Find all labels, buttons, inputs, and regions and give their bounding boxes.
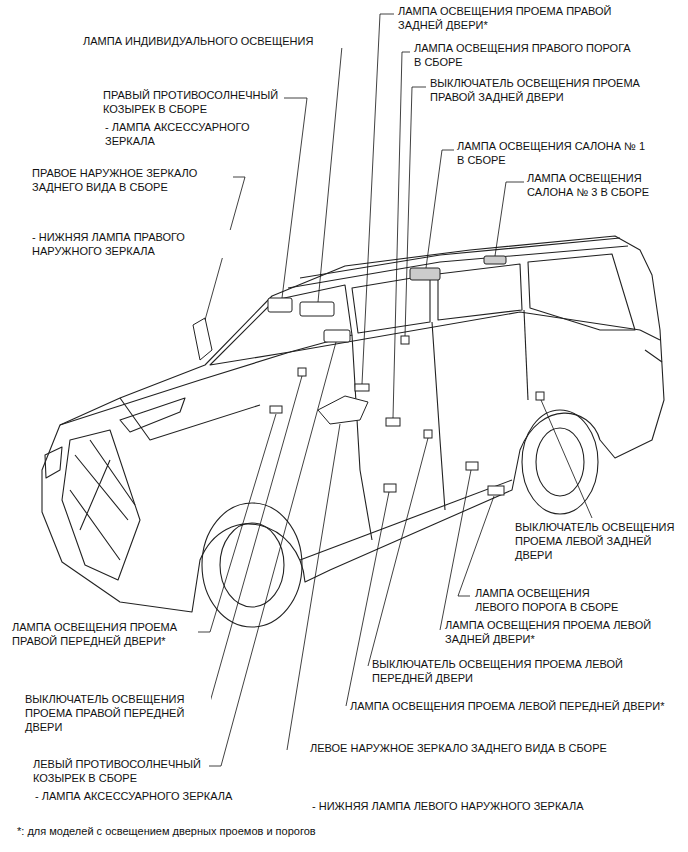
door-lamp: [384, 484, 396, 492]
part-label: ВЫКЛЮЧАТЕЛЬ ОСВЕЩЕНИЯ ПРОЕМА ПРАВОЙ ЗАДН…: [429, 76, 656, 104]
part-label: ЛЕВОЕ НАРУЖНОЕ ЗЕРКАЛО ЗАДНЕГО ВИДА В СБ…: [309, 741, 651, 755]
door-lamp: [355, 384, 369, 391]
part-label: - НИЖНЯЯ ЛАМПА ЛЕВОГО НАРУЖНОГО ЗЕРКАЛА: [311, 799, 633, 813]
door-lamp: [270, 406, 282, 413]
right-mirror: [193, 318, 212, 360]
part-label: ЛАМПА ОСВЕЩЕНИЯ ПРОЕМА ЛЕВОЙ ПЕРЕДНЕЙ ДВ…: [349, 699, 681, 713]
part-label: ВЫКЛЮЧАТЕЛЬ ОСВЕЩЕНИЯ ПРОЕМА ЛЕВОЙ ЗАДНЕ…: [514, 520, 681, 562]
room-lamp-3: [484, 256, 506, 264]
door-switch: [536, 392, 544, 400]
part-label: ЛАМПА ОСВЕЩЕНИЯ САЛОНА № 3 В СБОРЕ: [526, 171, 678, 199]
door-switch: [424, 430, 432, 438]
part-label: ВЫКЛЮЧАТЕЛЬ ОСВЕЩЕНИЯ ПРОЕМА ПРАВОЙ ПЕРЕ…: [24, 692, 211, 734]
car-body: [42, 236, 664, 627]
part-label: - ЛАМПА АКСЕССУАРНОГО ЗЕРКАЛА: [34, 789, 276, 803]
door-lamp: [466, 462, 478, 470]
part-label: - ЛАМПА АКСЕССУАРНОГО ЗЕРКАЛА: [104, 120, 286, 148]
part-label: ЛЕВЫЙ ПРОТИВОСОЛНЕЧНЫЙ КОЗЫРЕК В СБОРЕ: [32, 757, 209, 785]
left-mirror: [318, 396, 368, 424]
door-switch: [298, 368, 306, 376]
part-label: ЛАМПА ОСВЕЩЕНИЯ ЛЕВОГО ПОРОГА В СБОРЕ: [474, 586, 636, 614]
part-label: ЛАМПА ОСВЕЩЕНИЯ ПРОЕМА ПРАВОЙ ЗАДНЕЙ ДВЕ…: [397, 4, 629, 32]
part-label: ЛАМПА ИНДИВИДУАЛЬНОГО ОСВЕЩЕНИЯ: [82, 34, 346, 48]
part-label: ВЫКЛЮЧАТЕЛЬ ОСВЕЩЕНИЯ ПРОЕМА ЛЕВОЙ ПЕРЕД…: [371, 657, 673, 685]
right-sunvisor: [268, 298, 292, 312]
part-label: ЛАМПА ОСВЕЩЕНИЯ ПРОЕМА ЛЕВОЙ ЗАДНЕЙ ДВЕР…: [444, 618, 676, 646]
sill-lamp: [488, 486, 504, 495]
part-label: ПРАВЫЙ ПРОТИВОСОЛНЕЧНЫЙ КОЗЫРЕК В СБОРЕ: [102, 88, 284, 116]
part-label: - НИЖНЯЯ ЛАМПА ПРАВОГО НАРУЖНОГО ЗЕРКАЛА: [31, 230, 233, 258]
map-lamp: [300, 302, 334, 316]
part-symbols: [193, 256, 544, 495]
footnote: *: для моделей с освещением дверных прое…: [16, 824, 438, 838]
part-label: ЛАМПА ОСВЕЩЕНИЯ ПРОЕМА ПРАВОЙ ПЕРЕДНЕЙ Д…: [11, 620, 198, 648]
part-label: ЛАМПА ОСВЕЩЕНИЯ ПРАВОГО ПОРОГА В СБОРЕ: [413, 41, 635, 69]
room-lamp-1: [410, 268, 440, 280]
door-switch: [401, 336, 409, 344]
part-label: ПРАВОЕ НАРУЖНОЕ ЗЕРКАЛО ЗАДНЕГО ВИДА В С…: [31, 166, 233, 194]
left-sunvisor: [324, 330, 350, 342]
sill-lamp: [386, 418, 400, 426]
part-label: ЛАМПА ОСВЕЩЕНИЯ САЛОНА № 1 В СБОРЕ: [456, 139, 648, 167]
